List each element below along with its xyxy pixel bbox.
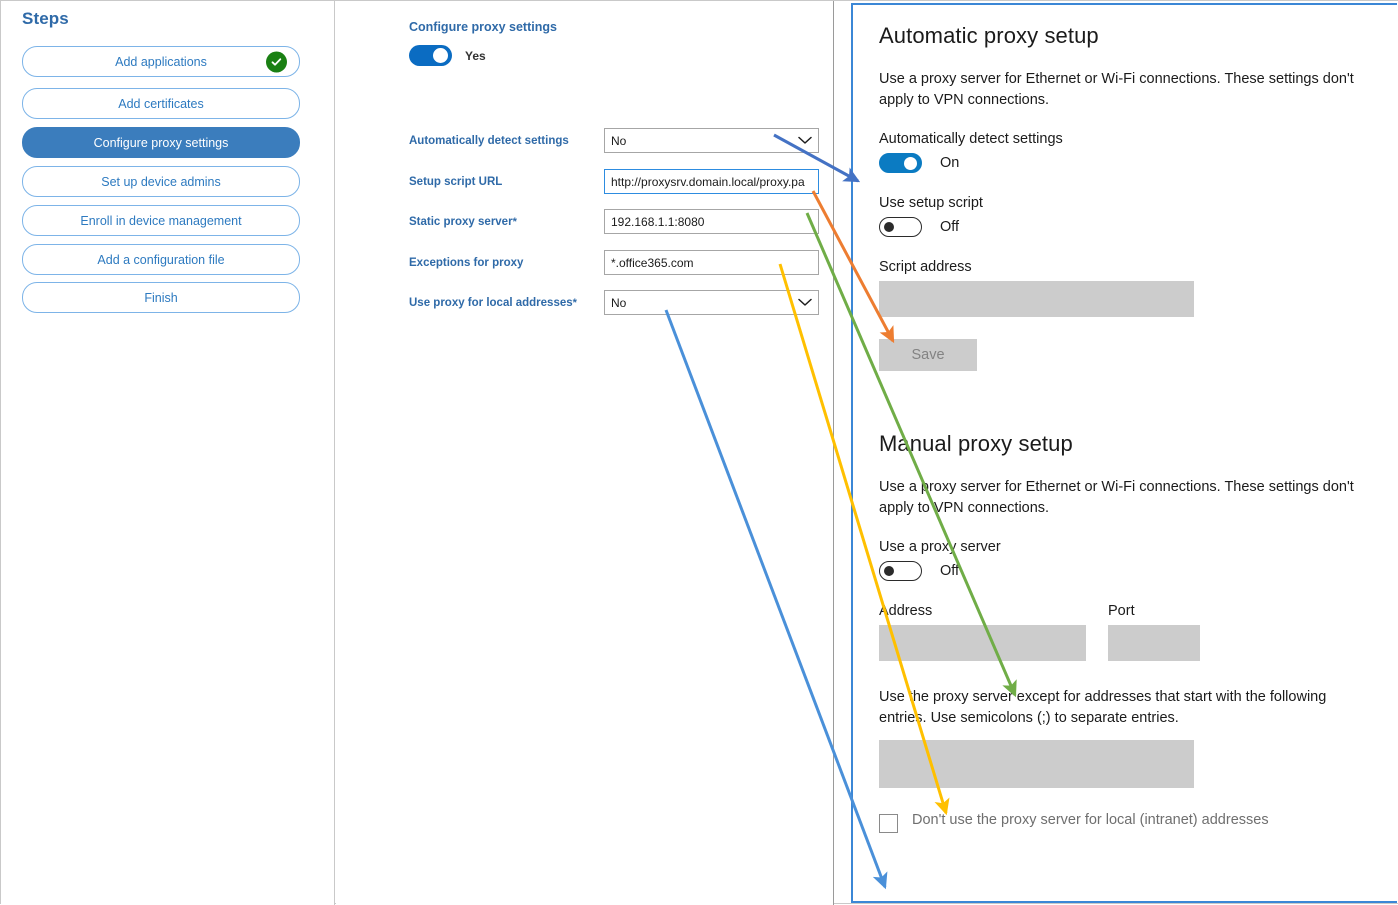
- use-setup-script-row: Off: [879, 217, 1373, 238]
- step-label: Add a configuration file: [97, 252, 225, 267]
- bypass-local-checkbox[interactable]: [879, 814, 898, 834]
- field-label: Automatically detect settings: [409, 135, 569, 147]
- sidebar-item-finish[interactable]: Finish: [22, 282, 300, 313]
- automatically-detect-settings-select[interactable]: No: [604, 128, 819, 153]
- sidebar-item-enroll-in-device-management[interactable]: Enroll in device management: [22, 205, 300, 236]
- use-a-proxy-server-state: Off: [940, 563, 960, 580]
- required-asterisk: *: [572, 297, 577, 309]
- sidebar-item-add-certificates[interactable]: Add certificates: [22, 88, 300, 119]
- field-value: No: [611, 133, 627, 148]
- field-value: No: [611, 295, 627, 310]
- sidebar-item-configure-proxy-settings[interactable]: Configure proxy settings: [22, 127, 300, 158]
- toggle-knob: [884, 222, 894, 233]
- address-port-row: Address Port: [879, 603, 1373, 662]
- field-value: http://proxysrv.domain.local/proxy.pa: [611, 174, 805, 189]
- bypass-local-label: Don't use the proxy server for local (in…: [912, 812, 1269, 829]
- sidebar-item-set-up-device-admins[interactable]: Set up device admins: [22, 166, 300, 197]
- use-setup-script-label: Use setup script: [879, 195, 983, 212]
- use-setup-script-toggle[interactable]: [879, 217, 922, 238]
- bypass-local-row: Don't use the proxy server for local (in…: [879, 812, 1373, 834]
- automatically-detect-settings-toggle[interactable]: [879, 153, 922, 174]
- port-column: Port: [1108, 603, 1200, 662]
- chevron-down-icon: [798, 298, 812, 307]
- use-a-proxy-server-toggle[interactable]: [879, 561, 922, 582]
- field-label: Static proxy server*: [409, 216, 517, 228]
- sidebar-item-add-a-configuration-file[interactable]: Add a configuration file: [22, 244, 300, 275]
- windows-proxy-settings-panel: Automatic proxy setup Use a proxy server…: [851, 3, 1397, 903]
- exceptions-description: Use the proxy server except for addresse…: [879, 689, 1327, 726]
- chevron-down-icon: [798, 136, 812, 145]
- save-button[interactable]: Save: [879, 339, 977, 372]
- proxy-form-panel: Configure proxy settings Yes Automatical…: [336, 1, 834, 905]
- field-static-proxy-server: Static proxy server* 192.168.1.1:8080: [409, 209, 819, 235]
- address-label: Address: [879, 603, 933, 620]
- automatic-proxy-description: Use a proxy server for Ethernet or Wi-Fi…: [879, 71, 1354, 108]
- setup-script-url-input[interactable]: http://proxysrv.domain.local/proxy.pa: [604, 169, 819, 194]
- toggle-knob: [904, 157, 917, 171]
- field-value: *.office365.com: [611, 255, 694, 270]
- use-a-proxy-server-row: Off: [879, 561, 1373, 582]
- field-value: 192.168.1.1:8080: [611, 214, 705, 229]
- automatically-detect-settings-row: On: [879, 153, 1373, 174]
- field-setup-script-url: Setup script URL http://proxysrv.domain.…: [409, 169, 819, 195]
- field-automatically-detect-settings: Automatically detect settings No: [409, 128, 819, 154]
- configure-proxy-toggle-row: Yes: [409, 45, 486, 66]
- automatically-detect-settings-state: On: [940, 155, 960, 172]
- address-input[interactable]: [879, 625, 1086, 662]
- address-column: Address: [879, 603, 1086, 662]
- port-label: Port: [1108, 603, 1135, 620]
- step-label: Add applications: [115, 54, 207, 69]
- configure-proxy-toggle-label: Yes: [465, 48, 486, 63]
- field-exceptions-for-proxy: Exceptions for proxy *.office365.com: [409, 250, 819, 276]
- static-proxy-server-input[interactable]: 192.168.1.1:8080: [604, 209, 819, 234]
- script-address-input[interactable]: [879, 281, 1194, 318]
- check-circle-icon: [266, 51, 287, 72]
- field-use-proxy-for-local-addresses: Use proxy for local addresses* No: [409, 290, 819, 316]
- form-heading: Configure proxy settings: [409, 20, 557, 34]
- sidebar-item-add-applications[interactable]: Add applications: [22, 46, 300, 77]
- steps-title: Steps: [22, 9, 69, 28]
- step-label: Finish: [144, 290, 178, 305]
- exceptions-for-proxy-input[interactable]: *.office365.com: [604, 250, 819, 275]
- step-label: Enroll in device management: [80, 213, 242, 228]
- automatically-detect-settings-label: Automatically detect settings: [879, 131, 1063, 148]
- field-label: Use proxy for local addresses*: [409, 297, 577, 309]
- automatic-proxy-setup-heading: Automatic proxy setup: [879, 23, 1099, 48]
- use-setup-script-state: Off: [940, 219, 960, 236]
- field-label: Exceptions for proxy: [409, 257, 524, 269]
- toggle-knob: [433, 48, 448, 63]
- step-label: Set up device admins: [101, 174, 221, 189]
- manual-proxy-setup-heading: Manual proxy setup: [879, 431, 1073, 457]
- configure-proxy-toggle[interactable]: [409, 45, 452, 66]
- toggle-knob: [884, 566, 894, 577]
- exceptions-input[interactable]: [879, 740, 1194, 789]
- use-a-proxy-server-label: Use a proxy server: [879, 539, 1001, 556]
- script-address-label: Script address: [879, 259, 972, 276]
- use-proxy-for-local-addresses-select[interactable]: No: [604, 290, 819, 315]
- field-label: Setup script URL: [409, 176, 503, 188]
- required-asterisk: *: [512, 216, 517, 228]
- manual-proxy-description: Use a proxy server for Ethernet or Wi-Fi…: [879, 479, 1354, 516]
- step-label: Configure proxy settings: [93, 135, 229, 150]
- step-label: Add certificates: [118, 96, 204, 111]
- steps-panel: Steps Add applications Add certificates …: [1, 1, 335, 905]
- port-input[interactable]: [1108, 625, 1200, 662]
